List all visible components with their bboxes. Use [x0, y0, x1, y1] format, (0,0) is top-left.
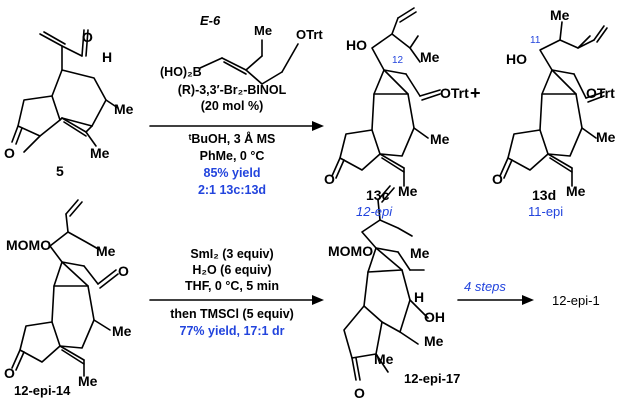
ketone-o-14: O: [4, 365, 15, 381]
reagent-e6-label: E-6: [200, 13, 221, 28]
compound-5-structure: [11, 29, 119, 153]
me-label-5a: Me: [114, 101, 134, 117]
ketone-o-13d: O: [492, 171, 503, 187]
oh-label-17: OH: [424, 309, 445, 325]
h-label-17: H: [414, 289, 425, 305]
reagent-me: Me: [254, 23, 273, 38]
compound-5-label: 5: [56, 163, 64, 179]
plus-sign: +: [470, 83, 481, 103]
me-label-14-b: Me: [112, 323, 132, 339]
aldehyde-o: O: [82, 29, 93, 45]
me-label-13c-c: Me: [398, 183, 418, 199]
aldehyde-o-14: O: [118, 263, 129, 279]
step1-cond-2: ᵗBuOH, 3 Å MS: [188, 132, 276, 146]
me-label-5b: Me: [90, 145, 110, 161]
me-label-17-b: Me: [424, 333, 444, 349]
step1-cond-1: (20 mol %): [200, 99, 264, 113]
compound-13d-structure: [499, 21, 608, 187]
step1-cond-3: PhMe, 0 °C: [199, 149, 265, 163]
step2-cond-1: H₂O (6 equiv): [192, 263, 272, 277]
c11-number: 11: [530, 35, 541, 46]
compound-17-label: 12-epi-17: [404, 371, 461, 386]
final-product-label: 12-epi-1: [552, 293, 600, 308]
step1-ratio: 2:1 13c:13d: [197, 183, 267, 197]
compound-13c-label: 13c: [366, 187, 390, 203]
compound-13d-label: 13d: [532, 187, 557, 203]
me-label-13c-b: Me: [430, 131, 450, 147]
ketone-o-5: O: [4, 145, 15, 161]
me-label-17-c: Me: [374, 351, 394, 367]
me-label-17: Me: [410, 245, 430, 261]
compound-13d-sub: 11-epi: [528, 205, 563, 218]
compound-14-label: 12-epi-14: [14, 383, 71, 398]
step1-cond-0: (R)-3,3′-Br₂-BINOL: [177, 83, 287, 97]
compound-13c-sub: 12-epi: [356, 204, 393, 219]
me-label-13d-c: Me: [566, 183, 586, 199]
ketone-o-17: O: [354, 385, 365, 401]
reagent-e6-structure: [199, 39, 299, 85]
reagent-boron: (HO)₂B: [160, 65, 202, 79]
step2-cond-0: SmI₂ (3 equiv): [190, 247, 274, 261]
otrt-label-13c: OTrt: [440, 85, 469, 101]
otrt-label-13d: OTrt: [586, 85, 615, 101]
step3-steps: 4 steps: [464, 279, 506, 294]
compound-13d-sub-text: 11-epi: [528, 204, 564, 219]
compound-13c-structure: [331, 7, 441, 187]
me-label-14: Me: [96, 243, 116, 259]
momo-label-14: MOMO: [6, 237, 52, 253]
c12-number: 12: [392, 55, 404, 66]
compound-14-structure: [11, 199, 119, 377]
step2-cond-2: THF, 0 °C, 5 min: [185, 279, 279, 293]
momo-label-17: MOMO: [328, 243, 374, 259]
ho-label-13c: HO: [346, 37, 367, 53]
step2-cond-3: then TMSCl (5 equiv): [170, 307, 294, 321]
me-label-13d: Me: [550, 7, 570, 23]
reagent-otrt: OTrt: [296, 27, 323, 42]
step1-yield: 85% yield: [203, 166, 261, 180]
compound-17-structure: [343, 185, 429, 381]
me-label-14-c: Me: [78, 373, 98, 389]
step2-yield: 77% yield, 17:1 dr: [179, 324, 285, 338]
ketone-o-13c: O: [324, 171, 335, 187]
aldehyde-h: H: [102, 49, 113, 65]
me-label-13d-b: Me: [596, 129, 616, 145]
me-label-13c: Me: [420, 49, 440, 65]
ho-label-13d: HO: [506, 51, 527, 67]
